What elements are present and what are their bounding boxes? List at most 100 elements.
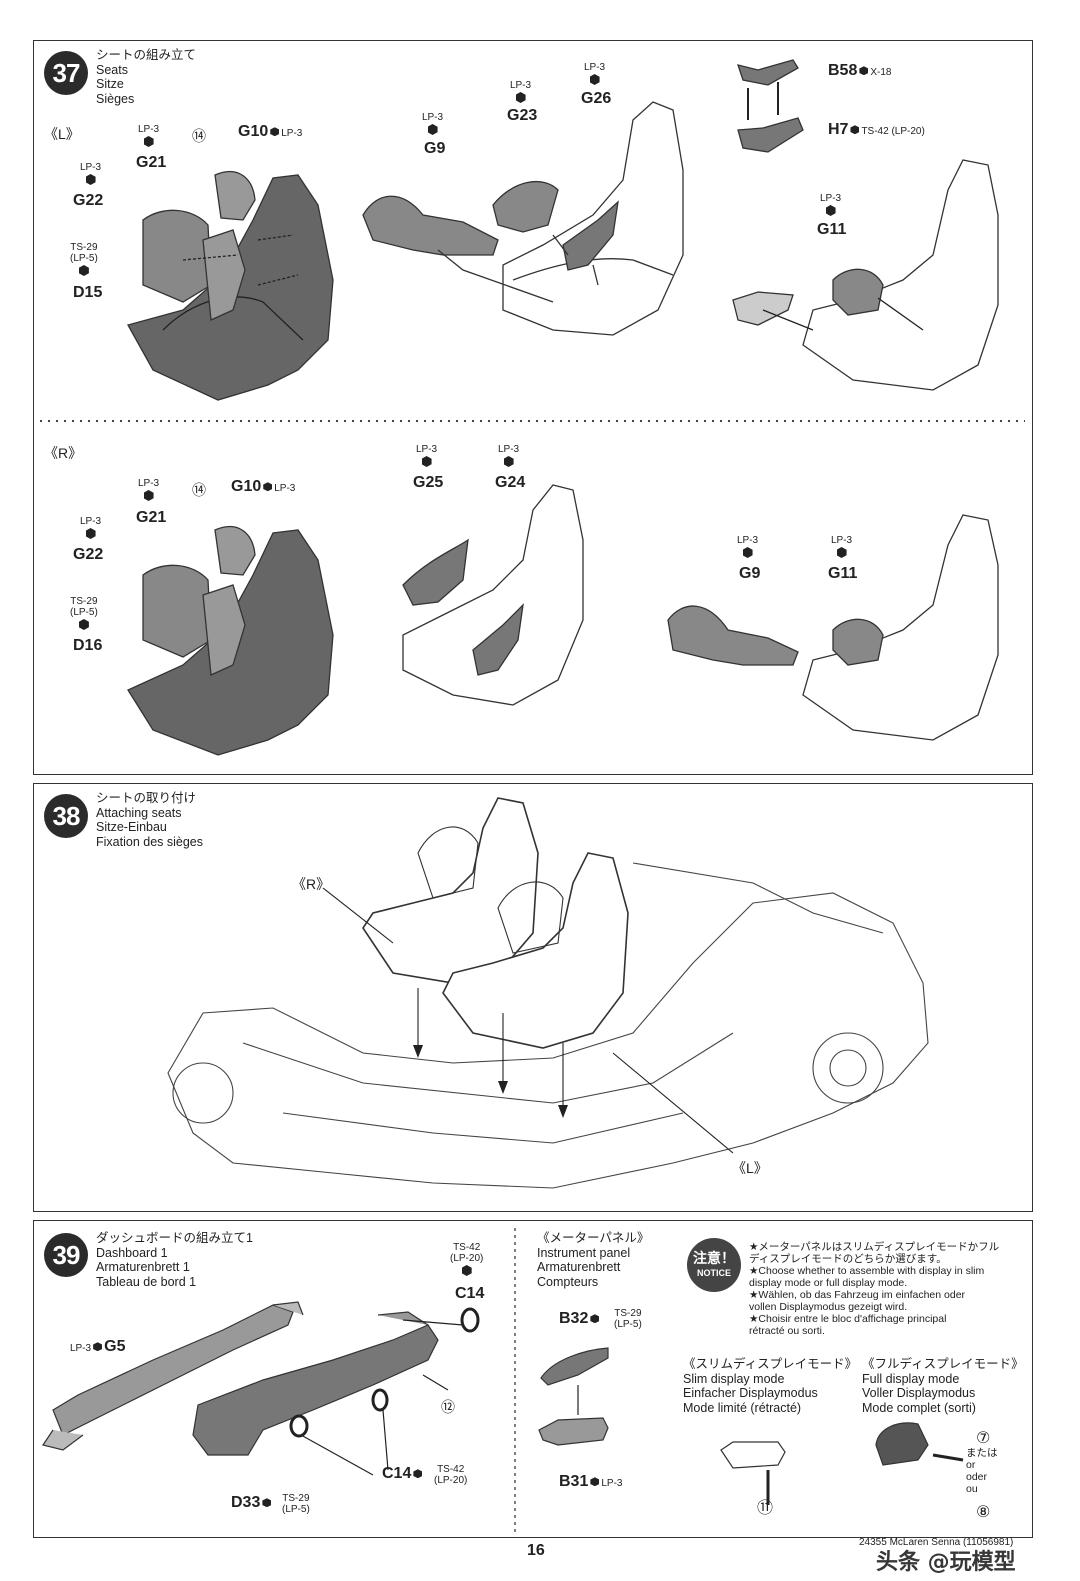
full-mode-title: 《フルディスプレイモード》 Full display mode Voller D…: [862, 1357, 1024, 1415]
meter-title-de: Armaturenbrett: [537, 1260, 621, 1274]
g24-paint: LP-3: [498, 444, 519, 468]
step-38-l-label: 《L》: [732, 1160, 768, 1176]
b31-part: [538, 1417, 609, 1446]
ref8: ⑧: [976, 1504, 991, 1521]
g25-part: [402, 538, 469, 606]
g24-part: [472, 603, 524, 676]
g9-right-paint: LP-3: [737, 535, 758, 559]
doc-code: 24355 McLaren Senna (11056981): [859, 1537, 1014, 1548]
c14-ring-top: [460, 1307, 480, 1333]
step-38-illustration: [167, 797, 929, 1189]
or-text: または or oder ou: [966, 1447, 998, 1495]
meter-title-en: Instrument panel: [537, 1245, 631, 1260]
step-37-title-de: Sitze: [96, 77, 124, 91]
g21-right-paint: LP-3: [138, 478, 159, 502]
step-38-title-ja: シートの取り付け: [96, 791, 197, 805]
step-38-title-fr: Fixation des sièges: [96, 834, 204, 849]
dashboard-body: [192, 1324, 439, 1456]
d15-paint: TS-29 (LP-5): [70, 242, 98, 277]
ref14-right: ⑭: [192, 482, 206, 498]
c14-ring-low: [289, 1414, 309, 1438]
seat-outline-center-r: [402, 484, 584, 706]
g22-left-label: G22: [73, 192, 104, 209]
d16-label: D16: [73, 637, 103, 654]
g11-right-paint: LP-3: [831, 535, 852, 559]
ref14-left: ⑭: [192, 128, 206, 144]
g25-label: G25: [413, 474, 444, 491]
step-38-title: シートの取り付け Attaching seats Sitze-Einbau Fi…: [96, 791, 203, 849]
step-39-panel: [33, 1220, 1033, 1538]
step-37-title: シートの組み立て Seats Sitze Sièges: [96, 48, 196, 106]
seat-outline-center-top: [502, 101, 684, 336]
seat-l-in-car: [442, 852, 629, 1049]
meter-panel-title: 《メーターパネル》 Instrument panel Armaturenbret…: [537, 1231, 649, 1289]
c14-ring-mid: [371, 1388, 389, 1412]
g22-left-part: [142, 209, 212, 303]
notice-badge: 注意！ NOTICE: [687, 1238, 741, 1292]
g10-right-part: [214, 525, 256, 576]
step-37-title-en: Seats: [96, 62, 128, 77]
step-38-title-en: Attaching seats: [96, 805, 182, 820]
step-39-title-en: Dashboard 1: [96, 1245, 168, 1260]
step-38-number: 38: [44, 794, 88, 838]
g9-right-part: [667, 605, 799, 666]
step-39-illustration: [42, 1301, 964, 1505]
g21-left-paint: LP-3: [138, 124, 159, 148]
ref7: ⑦: [976, 1430, 991, 1447]
g11-right-part: [832, 618, 884, 666]
g24-label: G24: [495, 474, 526, 491]
g21-left-part: [202, 229, 246, 321]
notice-text: ★メーターパネルはスリムディスプレイモードかフル ディスプレイモードのどちらか選…: [749, 1241, 1000, 1337]
g11-left-paint: LP-3: [820, 193, 841, 217]
full-display-part: [875, 1422, 929, 1466]
c14-top-label: C14: [455, 1285, 485, 1302]
g26-part: [562, 200, 619, 271]
c14-top-paint: TS-42 (LP-20): [450, 1242, 483, 1277]
step-39-title-fr: Tableau de bord 1: [96, 1274, 197, 1289]
step-39-title: ダッシュボードの組み立て1 Dashboard 1 Armaturenbrett…: [96, 1231, 253, 1289]
b32-label: B32: [559, 1310, 601, 1328]
step-37-title-ja: シートの組み立て: [96, 48, 197, 62]
g23-paint: LP-3: [510, 80, 531, 104]
b58-part: [737, 59, 799, 86]
g22-left-paint: LP-3: [80, 162, 101, 186]
ref12: ⑫: [441, 1399, 455, 1415]
h7-part: [737, 117, 804, 153]
seat-outline-right-r: [802, 514, 999, 741]
step-39-divider: [514, 1228, 516, 1533]
g22-right-part: [142, 564, 212, 658]
g11-right-label: G11: [828, 565, 858, 582]
g22-right-paint: LP-3: [80, 516, 101, 540]
small-part-right: [732, 291, 794, 326]
d15-label: D15: [73, 284, 103, 301]
step-38-title-de: Sitze-Einbau: [96, 820, 167, 834]
chassis: [167, 892, 929, 1189]
step-39-title-ja: ダッシュボードの組み立て1: [96, 1231, 253, 1245]
g23-part: [492, 180, 559, 233]
front-wheel: [812, 1032, 884, 1104]
step-38-r-label: 《R》: [292, 876, 331, 892]
g21-right-part: [202, 584, 246, 676]
step-37-illustration: [127, 59, 999, 756]
step-37-number: 37: [44, 51, 88, 95]
step-39-number: 39: [44, 1233, 88, 1277]
g21-right-label: G21: [136, 509, 167, 526]
meter-title-fr: Compteurs: [537, 1274, 599, 1289]
seat-outline-right-top: [802, 159, 999, 391]
notice-en: NOTICE: [696, 1268, 731, 1278]
g9-left-paint: LP-3: [422, 112, 443, 136]
page-number: 16: [527, 1542, 545, 1559]
watermark: 头条 @玩模型: [876, 1550, 1016, 1575]
left-seat-label: 《L》: [44, 126, 80, 142]
g9-left-label: G9: [424, 140, 446, 157]
slim-mode-title: 《スリムディスプレイモード》 Slim display mode Einfach…: [683, 1357, 858, 1415]
g21-left-label: G21: [136, 154, 167, 171]
c14-bottom-label: C14: [382, 1465, 424, 1483]
g26-paint: LP-3: [584, 62, 605, 86]
